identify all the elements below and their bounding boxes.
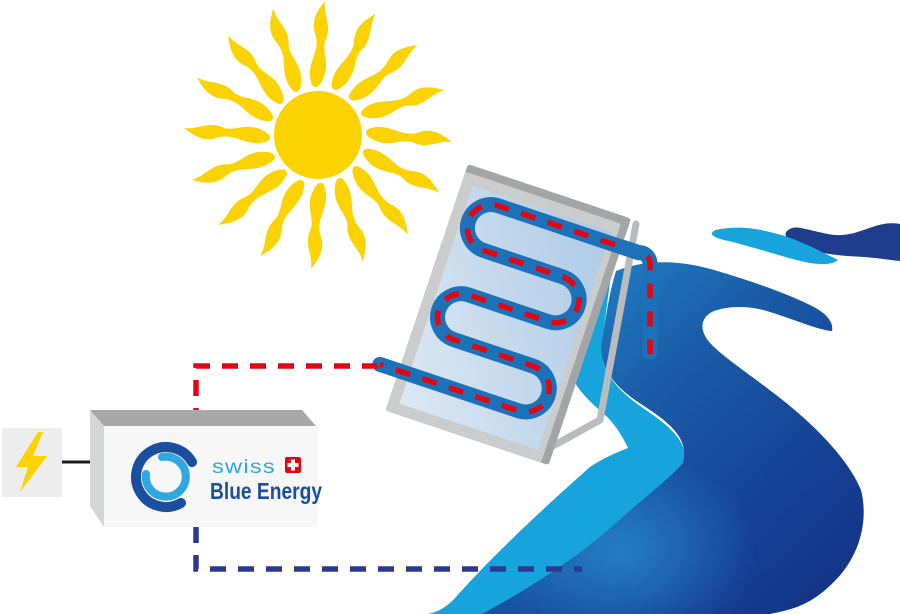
sun-icon <box>184 1 452 269</box>
cold-water-pipe-dashed <box>193 527 582 572</box>
hot-water-pipe-dashed <box>193 363 378 412</box>
river-water <box>428 223 900 614</box>
swirl-logo-inner-arc <box>141 452 190 501</box>
collector-stand <box>538 220 640 456</box>
swirl-logo-outer-arc <box>131 442 197 512</box>
heat-converter-box: swiss Blue Energy <box>90 410 322 527</box>
pipe-hot-dashes <box>620 244 653 366</box>
box-side-face <box>90 410 104 527</box>
logo-brand-label: Blue Energy <box>210 478 322 504</box>
electricity-output <box>2 428 104 497</box>
river-far-meander-cyan <box>711 227 838 265</box>
lightning-bolt-icon <box>16 432 47 492</box>
collector-hot-dashes <box>378 201 616 415</box>
solar-thermal-collector <box>372 164 647 465</box>
river-far-meander-navy <box>785 223 900 261</box>
swiss-flag-icon <box>285 457 301 473</box>
box-top-face <box>90 410 316 426</box>
logo-swiss-label: swiss <box>212 457 276 478</box>
sun-disc <box>274 91 362 179</box>
brand-logo: swiss Blue Energy <box>131 442 322 512</box>
